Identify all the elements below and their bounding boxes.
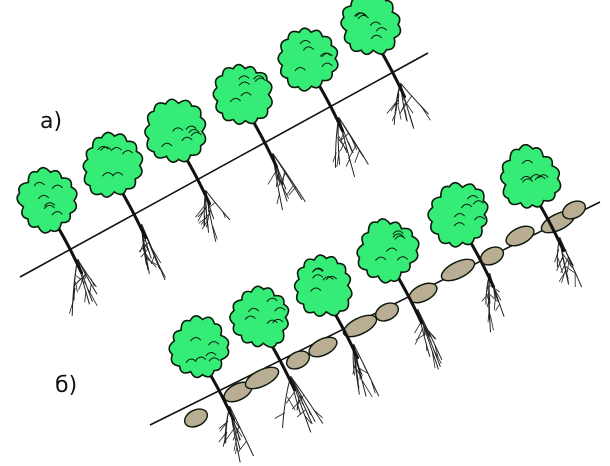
roots <box>353 344 379 396</box>
soil-clod-1 <box>182 406 211 431</box>
plant-top-6 <box>341 0 430 129</box>
foliage <box>295 255 352 316</box>
foliage <box>278 28 338 91</box>
foliage <box>501 145 561 208</box>
plant-top-2 <box>83 132 165 280</box>
foliage <box>83 132 142 197</box>
soil-clod-5 <box>306 333 340 361</box>
roots <box>69 259 97 315</box>
soil-clod-4 <box>284 348 313 373</box>
soil-clod-3 <box>242 363 281 393</box>
roots <box>219 406 254 462</box>
foliage <box>428 183 488 247</box>
roots <box>387 83 431 128</box>
foliage <box>17 168 77 233</box>
label-b: б) <box>55 373 77 398</box>
foliage <box>341 0 400 54</box>
stem <box>380 49 405 96</box>
roots <box>275 376 323 432</box>
soil-clod-9 <box>438 255 477 285</box>
stem <box>318 83 343 131</box>
foliage <box>230 286 289 347</box>
roots <box>333 117 369 176</box>
label-a: а) <box>40 109 62 134</box>
roots <box>196 190 231 241</box>
stem <box>252 119 277 167</box>
bottom-row <box>150 145 600 463</box>
soil-clod-11 <box>503 222 537 250</box>
foliage <box>169 316 228 378</box>
plant-top-3 <box>145 99 230 242</box>
stem <box>57 225 82 273</box>
roots <box>555 237 582 287</box>
stem <box>185 156 210 204</box>
foliage <box>145 99 206 162</box>
foliage <box>357 219 419 283</box>
stem <box>121 190 146 238</box>
